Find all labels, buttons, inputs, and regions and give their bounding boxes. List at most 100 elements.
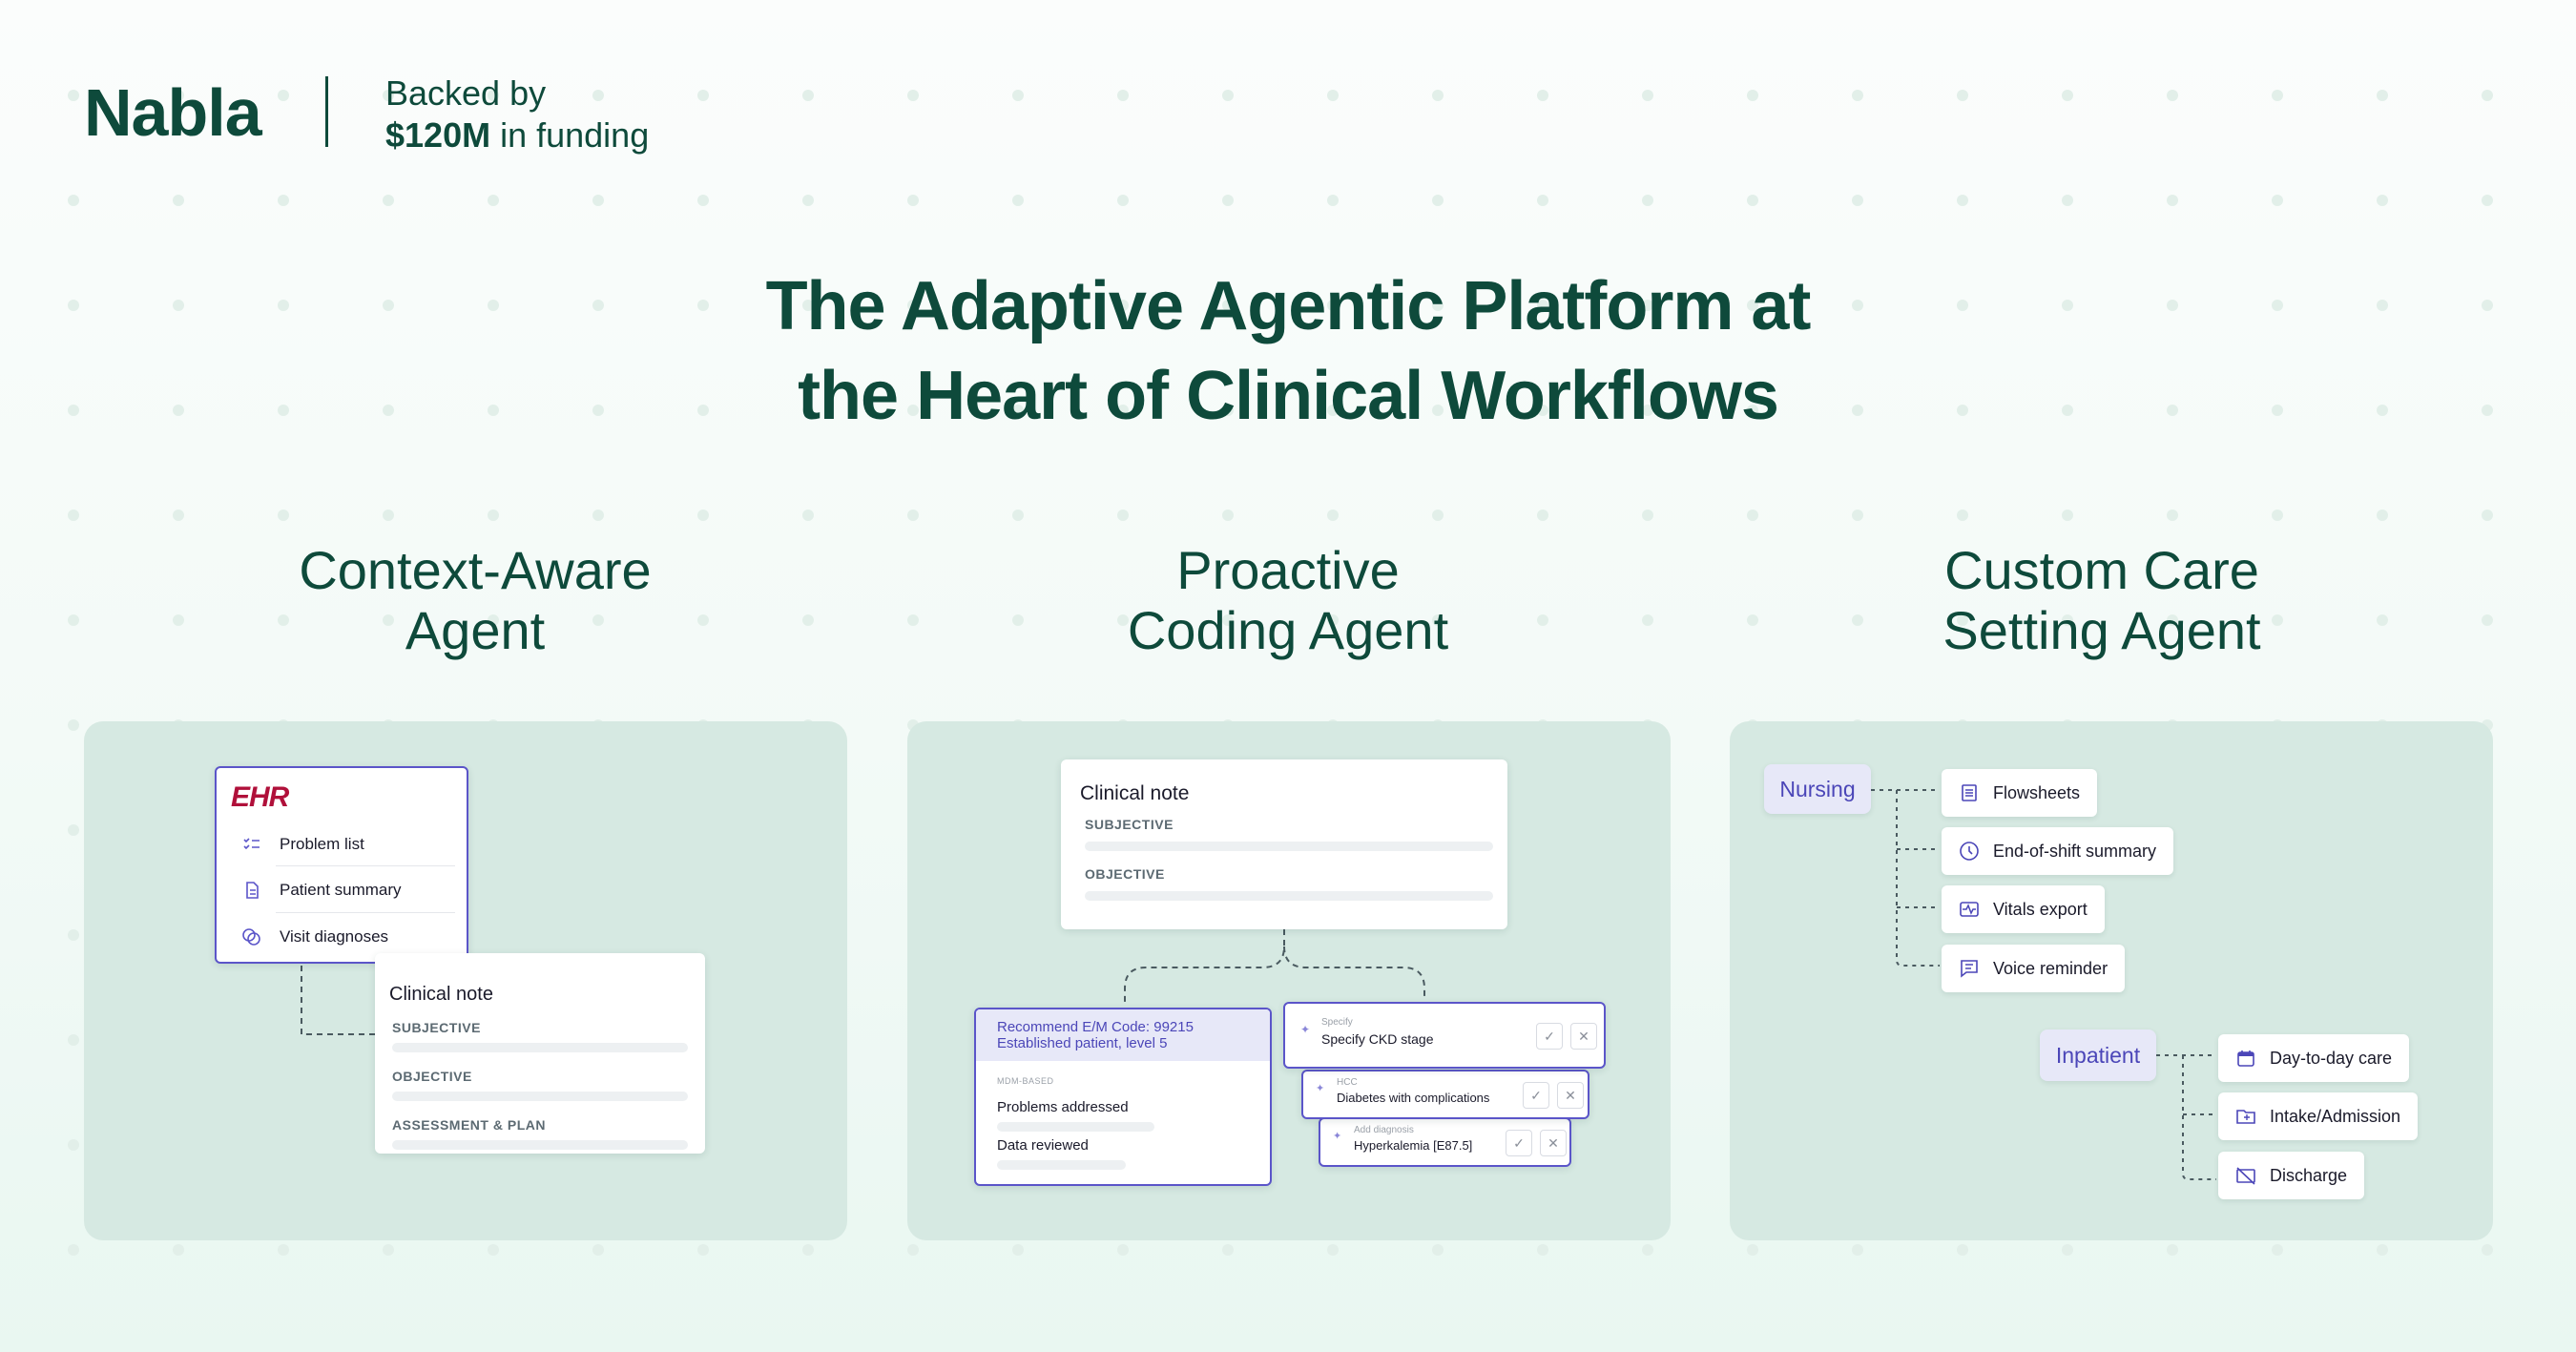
tag-inpatient[interactable]: Inpatient bbox=[2040, 1030, 2156, 1081]
panel-proactive-coding: Clinical note SUBJECTIVE OBJECTIVE Recom… bbox=[907, 721, 1671, 1240]
message-icon bbox=[1959, 958, 1980, 979]
chip-vitals-export[interactable]: Vitals export bbox=[1942, 885, 2105, 933]
placeholder-bar bbox=[392, 1092, 688, 1101]
column-title-line: Custom Care bbox=[1944, 540, 2259, 600]
column-title-line: Agent bbox=[405, 600, 546, 660]
suggestion-kind: HCC bbox=[1337, 1077, 1358, 1088]
chip-label: Day-to-day care bbox=[2270, 1048, 2393, 1068]
chip-intake-admission[interactable]: Intake/Admission bbox=[2218, 1092, 2419, 1140]
funding-amount: $120M bbox=[385, 115, 491, 155]
recommendation-header bbox=[976, 1009, 1270, 1061]
panel-custom-care: Nursing Inpatient Flowsheets End-of-shif… bbox=[1730, 721, 2493, 1240]
chip-flowsheets[interactable]: Flowsheets bbox=[1942, 769, 2098, 817]
folder-icon bbox=[2235, 1106, 2256, 1127]
recommend-item-data: Data reviewed bbox=[997, 1137, 1089, 1154]
chip-label: Vitals export bbox=[1993, 899, 2088, 919]
suggestion-card-hcc[interactable]: ✦ HCC Diabetes with complications ✓ ✕ bbox=[1301, 1070, 1589, 1119]
placeholder-bar bbox=[1085, 891, 1493, 901]
vitals-icon bbox=[1959, 899, 1980, 920]
suggestion-text: Diabetes with complications bbox=[1337, 1091, 1490, 1105]
sparkle-icon: ✦ bbox=[1333, 1131, 1342, 1142]
note-section-subjective: SUBJECTIVE bbox=[392, 1020, 481, 1035]
note-section-assessment: ASSESSMENT & PLAN bbox=[392, 1117, 546, 1133]
connector-lines bbox=[1871, 789, 2216, 1180]
note-title: Clinical note bbox=[389, 984, 493, 1005]
funding-text: Backed by $120M in funding bbox=[385, 73, 649, 156]
placeholder-bar bbox=[1085, 842, 1493, 851]
suggestion-text: Hyperkalemia [E87.5] bbox=[1354, 1138, 1473, 1153]
accept-check-icon[interactable]: ✓ bbox=[1523, 1082, 1549, 1109]
suggestion-actions: ✓ ✕ bbox=[1536, 1023, 1597, 1050]
reject-close-icon[interactable]: ✕ bbox=[1570, 1023, 1597, 1050]
flowsheet-icon bbox=[1959, 782, 1980, 803]
ehr-item-problem-list[interactable]: Problem list bbox=[241, 834, 364, 855]
document-icon bbox=[241, 880, 262, 901]
divider bbox=[276, 912, 455, 913]
chip-label: End-of-shift summary bbox=[1993, 841, 2157, 861]
tag-nursing[interactable]: Nursing bbox=[1764, 764, 1871, 814]
note-section-subjective: SUBJECTIVE bbox=[1085, 817, 1174, 832]
connector-lines bbox=[1124, 929, 1425, 1005]
clinical-note-card: Clinical note SUBJECTIVE OBJECTIVE bbox=[1061, 759, 1507, 929]
sparkle-icon: ✦ bbox=[1316, 1083, 1325, 1094]
ehr-item-patient-summary[interactable]: Patient summary bbox=[241, 880, 402, 901]
page-headline: The Adaptive Agentic Platform at the Hea… bbox=[572, 261, 2004, 441]
discharge-icon bbox=[2235, 1165, 2256, 1186]
panel-context-aware: EHR Problem list Patient summary Visit d… bbox=[84, 721, 847, 1240]
note-section-objective: OBJECTIVE bbox=[392, 1069, 472, 1084]
mdm-label: MDM-BASED bbox=[997, 1076, 1054, 1086]
column-title-line: Setting Agent bbox=[1942, 600, 2261, 660]
chip-label: Flowsheets bbox=[1993, 782, 2081, 802]
reject-close-icon[interactable]: ✕ bbox=[1557, 1082, 1584, 1109]
accept-check-icon[interactable]: ✓ bbox=[1536, 1023, 1563, 1050]
recommendation-text: Recommend E/M Code: 99215 Established pa… bbox=[997, 1019, 1194, 1051]
nabla-logo: Nabla bbox=[84, 75, 262, 150]
column-title-line: Coding Agent bbox=[1127, 600, 1449, 660]
placeholder-bar bbox=[997, 1160, 1126, 1170]
placeholder-bar bbox=[997, 1122, 1154, 1132]
funding-rest: in funding bbox=[490, 115, 650, 155]
divider bbox=[276, 865, 455, 866]
chip-voice-reminder[interactable]: Voice reminder bbox=[1942, 945, 2126, 992]
column-title-line: Context-Aware bbox=[299, 540, 652, 600]
reject-close-icon[interactable]: ✕ bbox=[1540, 1130, 1567, 1156]
ehr-item-visit-diagnoses[interactable]: Visit diagnoses bbox=[241, 926, 388, 947]
ehr-item-label: Visit diagnoses bbox=[280, 927, 389, 946]
suggestion-card-ckd[interactable]: ✦ Specify Specify CKD stage ✓ ✕ bbox=[1283, 1002, 1606, 1069]
ehr-item-label: Patient summary bbox=[280, 881, 402, 899]
column-title-line: Proactive bbox=[1176, 540, 1400, 600]
column-title-proactive-coding: Proactive Coding Agent bbox=[954, 540, 1622, 660]
suggestion-text: Specify CKD stage bbox=[1321, 1031, 1434, 1047]
placeholder-bar bbox=[392, 1043, 688, 1052]
calendar-icon bbox=[2235, 1048, 2256, 1069]
chip-end-of-shift-summary[interactable]: End-of-shift summary bbox=[1942, 827, 2174, 875]
clock-icon bbox=[1959, 841, 1980, 862]
em-code-recommendation-card[interactable]: Recommend E/M Code: 99215 Established pa… bbox=[974, 1008, 1272, 1186]
note-section-objective: OBJECTIVE bbox=[1085, 866, 1165, 882]
suggestion-actions: ✓ ✕ bbox=[1506, 1130, 1567, 1156]
clinical-note-card: Clinical note SUBJECTIVE OBJECTIVE ASSES… bbox=[375, 953, 705, 1154]
suggestion-card-hyperkalemia[interactable]: ✦ Add diagnosis Hyperkalemia [E87.5] ✓ ✕ bbox=[1319, 1117, 1571, 1167]
column-title-custom-care: Custom Care Setting Agent bbox=[1768, 540, 2436, 660]
placeholder-bar bbox=[392, 1140, 688, 1150]
accept-check-icon[interactable]: ✓ bbox=[1506, 1130, 1532, 1156]
funding-line2: $120M in funding bbox=[385, 114, 649, 156]
chip-label: Voice reminder bbox=[1993, 958, 2109, 978]
ehr-item-label: Problem list bbox=[280, 835, 364, 853]
column-title-context-aware: Context-Aware Agent bbox=[141, 540, 809, 660]
recommendation-line1: Recommend E/M Code: 99215 bbox=[997, 1019, 1194, 1035]
headline-line2: the Heart of Clinical Workflows bbox=[798, 358, 1779, 434]
ehr-logo: EHR bbox=[231, 781, 289, 813]
checklist-icon bbox=[241, 834, 262, 855]
chip-discharge[interactable]: Discharge bbox=[2218, 1152, 2365, 1199]
recommend-item-problems: Problems addressed bbox=[997, 1099, 1129, 1115]
logo-divider bbox=[325, 76, 328, 147]
funding-line1: Backed by bbox=[385, 73, 547, 113]
headline-line1: The Adaptive Agentic Platform at bbox=[765, 268, 1812, 344]
chip-label: Discharge bbox=[2270, 1165, 2348, 1185]
note-title: Clinical note bbox=[1080, 782, 1190, 804]
sparkle-icon: ✦ bbox=[1300, 1023, 1311, 1036]
chip-day-to-day-care[interactable]: Day-to-day care bbox=[2218, 1034, 2410, 1082]
diagnosis-icon bbox=[241, 926, 262, 947]
chip-label: Intake/Admission bbox=[2270, 1106, 2401, 1126]
